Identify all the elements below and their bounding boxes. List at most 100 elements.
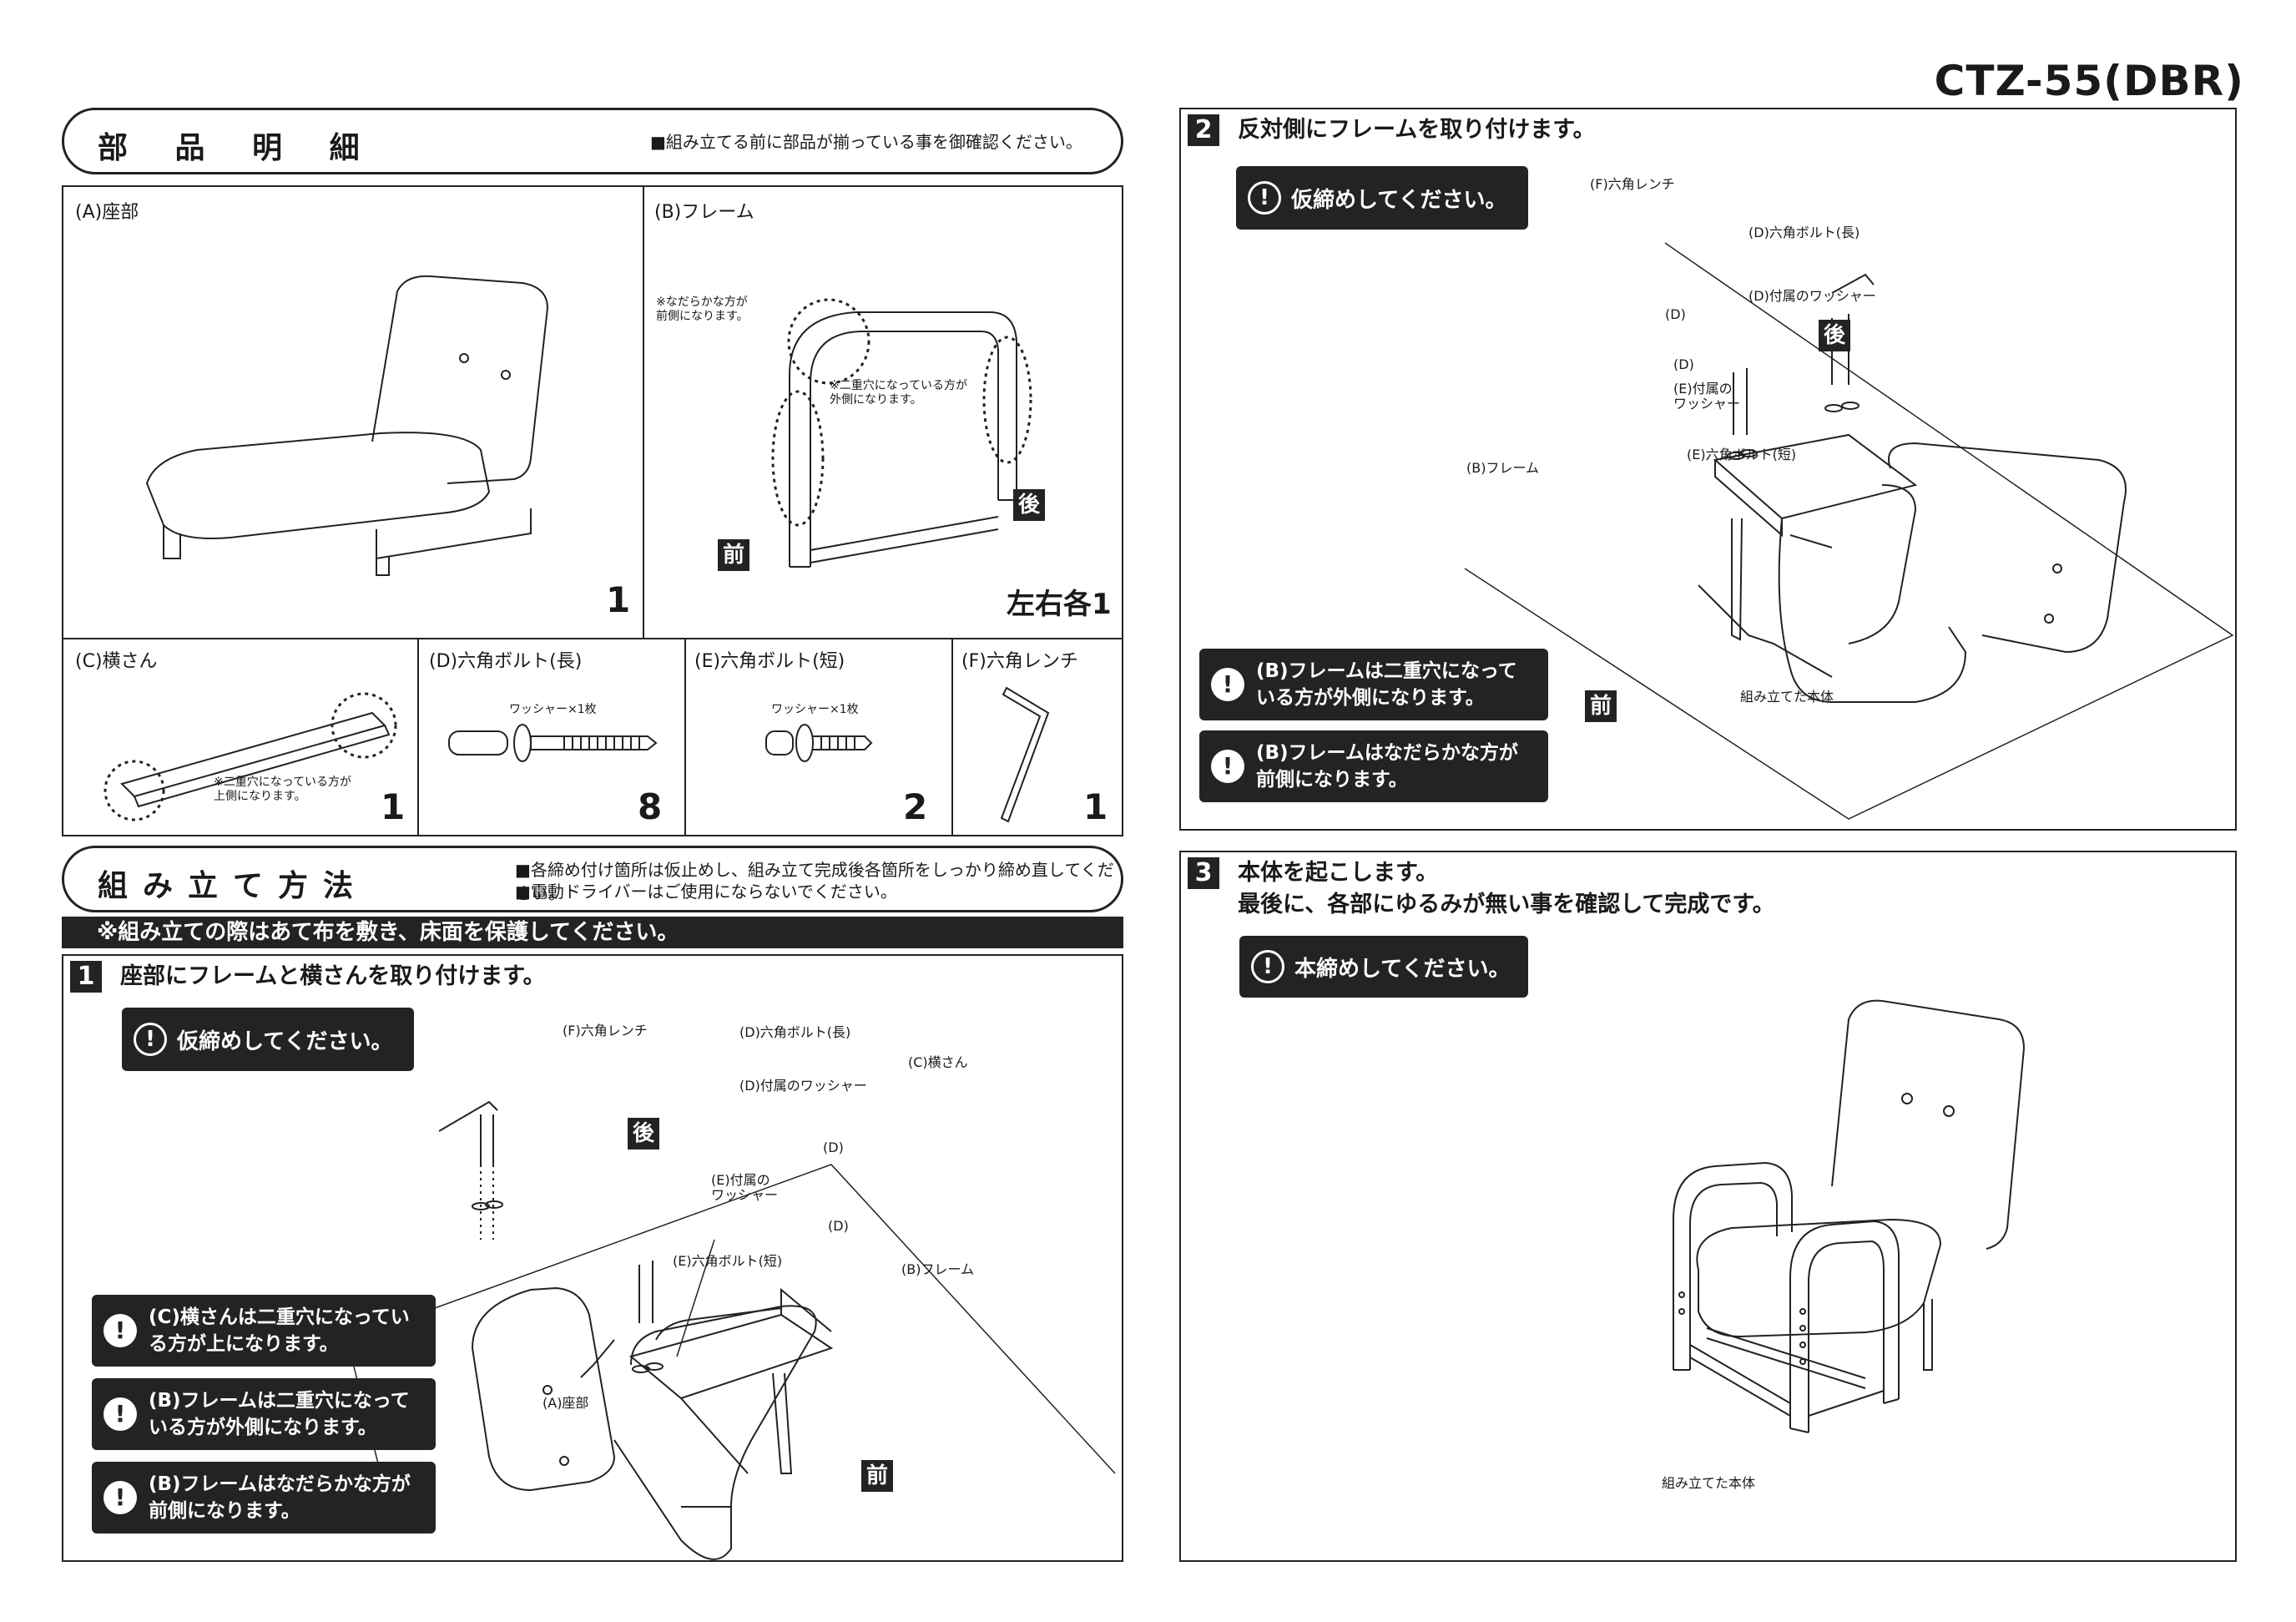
step-2-label-washer: (D)付属のワッシャー	[1748, 288, 1876, 304]
step-1-label-crossbar: (C)横さん	[908, 1054, 968, 1070]
short-bolt-illustration	[764, 721, 890, 771]
step-2-note-frame-front: ! (B)フレームはなだらかな方が 前側になります。	[1199, 730, 1548, 802]
step-1-front-badge: 前	[861, 1460, 893, 1492]
part-d-label: (D)六角ボルト(長)	[429, 651, 583, 672]
part-f-label: (F)六角レンチ	[961, 651, 1078, 672]
method-header: 組み立て方法 ■各締め付け箇所は仮止めし、組み立て完成後各箇所をしっかり締め直し…	[62, 846, 1123, 912]
method-note-2: ■電動ドライバーはご使用にならないでください。	[515, 882, 897, 902]
part-b-note-outer: ※二重穴になっている方が 外側になります。	[830, 379, 968, 407]
assembled-chair-illustration	[1590, 978, 2107, 1495]
hex-wrench-illustration	[981, 680, 1073, 830]
divider	[684, 638, 686, 835]
seat-illustration	[130, 225, 614, 592]
part-c-note: ※二重穴になっている方が 上側になります。	[214, 776, 352, 803]
exclamation-icon: !	[1211, 668, 1244, 701]
step-1-label-frame: (B)フレーム	[901, 1261, 974, 1277]
exclamation-icon: !	[134, 1023, 167, 1056]
step-2-label-bolt-short: (E)六角ボルト(短)	[1687, 447, 1797, 462]
step-2-label-frame: (B)フレーム	[1466, 460, 1539, 476]
floor-protection-banner: ※組み立ての際はあて布を敷き、床面を保護してください。	[62, 917, 1123, 948]
part-b-qty: 左右各1	[1007, 588, 1112, 621]
step-1-note-crossbar: ! (C)横さんは二重穴になってい る方が上になります。	[92, 1295, 436, 1367]
frame-illustration	[714, 250, 1082, 600]
step-1-note-1-text: (C)横さんは二重穴になってい る方が上になります。	[149, 1306, 410, 1355]
step-3-label-body: 組み立てた本体	[1662, 1475, 1756, 1491]
step-3-panel: 3 本体を起こします。 最後に、各部にゆるみが無い事を確認して完成です。 ! 本…	[1179, 851, 2237, 1562]
part-d-washer: ワッシャー×1枚	[509, 703, 597, 716]
step-1-label-washer-e: (E)付属の ワッシャー	[711, 1172, 779, 1203]
part-a-qty: 1	[606, 579, 631, 620]
crossbar-illustration	[88, 680, 422, 846]
method-note-1: ■各締め付け箇所は仮止めし、組み立て完成後各箇所をしっかり締め直してください。	[515, 860, 1114, 903]
part-f-qty: 1	[1083, 786, 1108, 827]
part-a-label: (A)座部	[75, 202, 139, 223]
step-1-label-d1: (D)	[823, 1139, 844, 1155]
step-3-number: 3	[1188, 857, 1219, 889]
step-2-label-body: 組み立てた本体	[1740, 689, 1834, 705]
step-2-front-badge: 前	[1585, 690, 1617, 722]
step-1-number: 1	[70, 961, 102, 993]
part-b-label: (B)フレーム	[654, 202, 754, 223]
step-1-label-seat: (A)座部	[542, 1395, 589, 1411]
parts-grid: (A)座部 1 (B)フレーム ※なだらかな方が 前側になります。 ※二重穴にな…	[62, 185, 1123, 836]
model-number: CTZ-55(DBR)	[1934, 57, 2244, 105]
step-2-label-bolt-long: (D)六角ボルト(長)	[1748, 225, 1860, 240]
divider	[417, 638, 419, 835]
part-e-label: (E)六角ボルト(短)	[694, 651, 845, 672]
step-1-title: 座部にフレームと横さんを取り付けます。	[120, 963, 546, 989]
step-2-title: 反対側にフレームを取り付けます。	[1238, 117, 1596, 143]
exclamation-icon: !	[103, 1481, 137, 1514]
frame-front-badge: 前	[718, 539, 749, 571]
exclamation-icon: !	[1248, 181, 1281, 215]
divider	[951, 638, 953, 835]
long-bolt-illustration	[447, 721, 673, 771]
step-1-back-badge: 後	[628, 1118, 659, 1150]
step-2-illustration	[1398, 235, 2233, 819]
divider	[643, 187, 644, 638]
exclamation-icon: !	[103, 1314, 137, 1347]
part-e-qty: 2	[903, 786, 928, 827]
step-3-caution-text: 本締めしてください。	[1294, 956, 1511, 982]
divider	[63, 638, 1122, 639]
step-2-label-washer-e: (E)付属の ワッシャー	[1673, 381, 1741, 412]
step-1-caution: ! 仮締めしてください。	[122, 1008, 414, 1071]
part-c-qty: 1	[381, 786, 406, 827]
parts-header: 部 品 明 細 ■組み立てる前に部品が揃っている事を御確認ください。	[62, 108, 1123, 174]
frame-back-badge: 後	[1013, 489, 1045, 521]
parts-header-title: 部 品 明 細	[98, 131, 378, 165]
step-2-caution-text: 仮締めしてください。	[1291, 187, 1507, 213]
part-c-label: (C)横さん	[75, 651, 158, 672]
exclamation-icon: !	[1251, 950, 1284, 983]
step-1-illustration	[280, 1039, 1115, 1557]
step-2-number: 2	[1188, 114, 1219, 146]
step-2-label-wrench: (F)六角レンチ	[1590, 176, 1675, 192]
step-2-note-2-text: (B)フレームはなだらかな方が 前側になります。	[1256, 742, 1518, 791]
step-1-note-frame-holes: ! (B)フレームは二重穴になって いる方が外側になります。	[92, 1378, 436, 1450]
step-3-title: 本体を起こします。 最後に、各部にゆるみが無い事を確認して完成です。	[1238, 860, 1775, 917]
step-2-panel: 2 反対側にフレームを取り付けます。 ! 仮締めしてください。 (F)六角レンチ…	[1179, 108, 2237, 831]
step-1-label-d2: (D)	[828, 1218, 849, 1234]
step-1-caution-text: 仮締めしてください。	[177, 1028, 393, 1054]
step-1-note-2-text: (B)フレームは二重穴になって いる方が外側になります。	[149, 1390, 410, 1438]
step-1-note-3-text: (B)フレームはなだらかな方が 前側になります。	[149, 1473, 411, 1522]
step-1-label-washer: (D)付属のワッシャー	[739, 1078, 867, 1094]
step-1-label-bolt-short: (E)六角ボルト(短)	[673, 1253, 783, 1269]
step-1-panel: 1 座部にフレームと横さんを取り付けます。 ! 仮締めしてください。 (F)六角…	[62, 954, 1123, 1562]
step-2-note-frame-holes: ! (B)フレームは二重穴になって いる方が外側になります。	[1199, 649, 1548, 720]
exclamation-icon: !	[103, 1397, 137, 1431]
step-2-note-1-text: (B)フレームは二重穴になって いる方が外側になります。	[1256, 660, 1517, 709]
step-1-label-bolt-long: (D)六角ボルト(長)	[739, 1024, 851, 1040]
step-2-label-d2: (D)	[1673, 356, 1694, 372]
part-d-qty: 8	[638, 786, 663, 827]
step-2-back-badge: 後	[1819, 320, 1850, 351]
step-2-caution: ! 仮締めしてください。	[1236, 166, 1528, 230]
step-2-label-d1: (D)	[1665, 306, 1686, 322]
step-1-note-frame-front: ! (B)フレームはなだらかな方が 前側になります。	[92, 1462, 436, 1534]
step-1-label-wrench: (F)六角レンチ	[563, 1023, 648, 1038]
parts-header-note: ■組み立てる前に部品が揃っている事を御確認ください。	[650, 132, 1082, 152]
part-b-note-front: ※なだらかな方が 前側になります。	[656, 296, 749, 323]
part-e-washer: ワッシャー×1枚	[771, 703, 859, 716]
exclamation-icon: !	[1211, 750, 1244, 783]
step-3-caution: ! 本締めしてください。	[1239, 936, 1528, 998]
method-header-title: 組み立て方法	[98, 869, 369, 903]
